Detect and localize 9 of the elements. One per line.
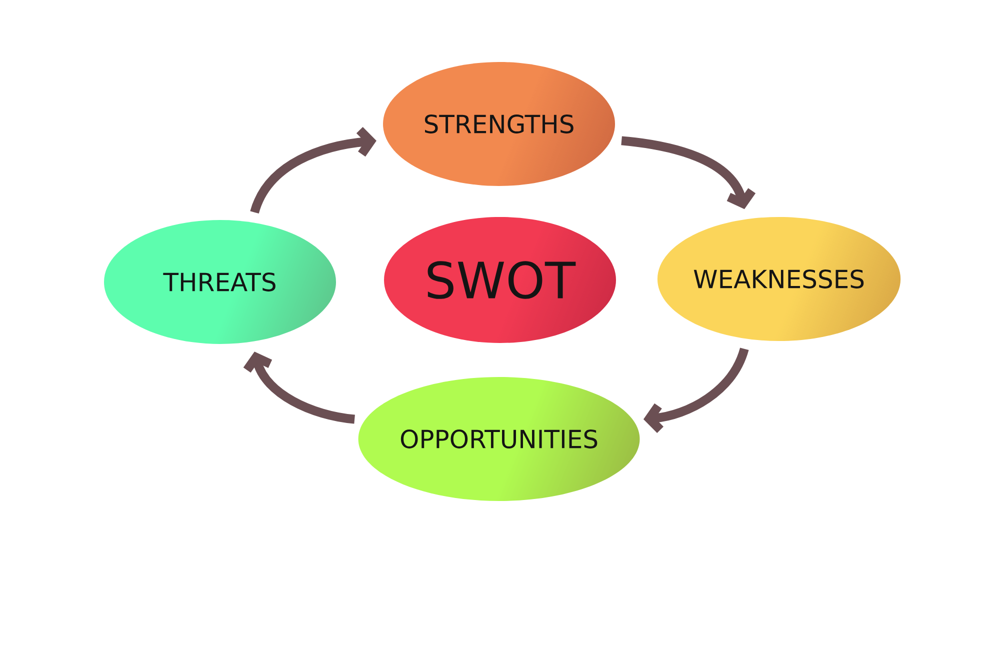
curved-arrow [621,136,756,210]
curved-arrow [243,352,356,424]
ellipse-label: OPPORTUNITIES [400,430,598,448]
curved-arrow [250,126,376,214]
curved-arrow [643,347,749,433]
ellipse-label: WEAKNESSES [694,270,864,288]
ellipse-label: THREATS [163,272,276,292]
center-title: SWOT [428,261,576,299]
ellipse-label: STRENGTHS [424,114,574,134]
